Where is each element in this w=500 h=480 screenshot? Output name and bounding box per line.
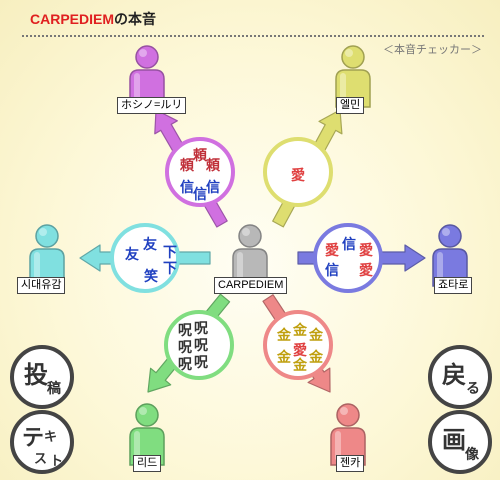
sentiment-circle-south-west: [164, 310, 234, 380]
person-figure-north-east-body-shine: [340, 73, 346, 103]
person-figure-north-east-head-shine: [345, 49, 353, 57]
person-figure-north-east-head: [341, 45, 365, 69]
person-label-south-east[interactable]: 젠카: [336, 455, 365, 472]
person-figure-east-head: [438, 224, 462, 248]
title-divider: [22, 35, 484, 37]
image-button[interactable]: 画 像: [428, 410, 492, 474]
post-button-char-1: 投: [24, 361, 48, 389]
sentiment-glyph-west-3: 下: [163, 261, 177, 277]
person-figure-south-east-head: [336, 403, 360, 427]
person-figure-south-east-head-shine: [340, 407, 348, 415]
text-button-char-3: ス: [34, 452, 48, 467]
sentiment-glyph-south-east-5: 金: [292, 357, 308, 374]
sentiment-glyph-west-4: 笑: [144, 268, 158, 285]
sentiment-glyph-south-east-4: 金: [276, 349, 292, 366]
sentiment-glyph-south-west-0: 呪: [178, 323, 192, 339]
sentiment-circle-north-east: [263, 137, 333, 207]
page-title: CARPEDIEMの本音: [30, 9, 156, 29]
image-button-char-2: 像: [465, 447, 479, 463]
sentiment-glyph-east-2: 愛: [359, 242, 373, 259]
person-figure-north-west-head-shine: [139, 49, 147, 57]
title-suffix: の本音: [114, 11, 157, 27]
sentiment-glyph-south-east-1: 金: [292, 322, 308, 339]
person-figure-south-east-body-shine: [335, 431, 341, 461]
sentiment-glyph-north-west-5: 信: [206, 179, 220, 196]
sentiment-glyph-east-0: 信: [342, 236, 356, 253]
checker-label: ＜本音チェッカー＞: [383, 44, 482, 56]
sentiment-glyph-south-east-2: 金: [308, 327, 324, 344]
sentiment-glyph-south-west-2: 呪: [178, 340, 192, 356]
image-button-char-1: 画: [442, 426, 466, 454]
text-button-char-2: キ: [44, 430, 58, 445]
person-label-west[interactable]: 시대유감: [17, 277, 66, 294]
person-figure-center: [232, 224, 268, 287]
person-label-north-east[interactable]: 엘민: [336, 97, 365, 114]
text-button-char-4: ト: [50, 454, 64, 469]
sentiment-glyph-west-0: 友: [143, 236, 157, 253]
person-figure-south-west-head-shine: [139, 407, 147, 415]
sentiment-glyph-south-east-6: 金: [308, 349, 324, 366]
person-figure-east-body-shine: [437, 252, 443, 282]
person-figure-north-west-body-shine: [134, 73, 140, 103]
person-figure-center-head: [238, 224, 262, 248]
sentiment-glyph-east-3: 信: [325, 262, 339, 279]
person-figure-west-head-shine: [39, 228, 47, 236]
sentiment-circle-north-west: [165, 137, 235, 207]
person-label-center: CARPEDIEM: [214, 277, 288, 294]
back-button-char-1: 戻: [442, 361, 466, 389]
person-figure-south-east: [330, 403, 366, 466]
sentiment-circle-west: [110, 223, 180, 293]
title-brand: CARPEDIEM: [30, 11, 115, 27]
person-figure-center-body-shine: [237, 252, 243, 282]
sentiment-glyph-north-east-0: 愛: [291, 167, 305, 184]
person-figure-center-head-shine: [242, 228, 250, 236]
sentiment-glyph-east-4: 愛: [359, 262, 373, 279]
person-figure-east-head-shine: [442, 228, 450, 236]
person-label-east[interactable]: 죠타로: [434, 277, 473, 294]
sentiment-glyph-north-west-2: 頼: [206, 157, 221, 174]
sentiment-glyph-south-east-3: 愛: [293, 342, 307, 359]
sentiment-glyph-west-1: 友: [125, 246, 139, 263]
person-label-north-west[interactable]: ホシノ=ルリ: [117, 97, 187, 114]
sentiment-glyph-north-west-0: 頼: [193, 147, 208, 164]
back-button-char-2: る: [466, 381, 480, 397]
sentiment-glyph-west-2: 下: [163, 245, 177, 261]
post-button[interactable]: 投 稿: [10, 345, 74, 409]
person-figure-west-body-shine: [34, 252, 40, 282]
person-figure-west: [29, 224, 65, 287]
person-figure-north-west-head: [135, 45, 159, 69]
text-button-char-1: テ: [22, 426, 45, 451]
sentiment-circle-south-east: [263, 310, 333, 380]
sentiment-glyph-south-west-5: 呪: [194, 355, 208, 371]
sentiment-circle-east: [313, 223, 383, 293]
person-label-south-west[interactable]: 리드: [133, 455, 162, 472]
back-button[interactable]: 戻 る: [428, 345, 492, 409]
sentiment-glyph-north-west-1: 頼: [180, 157, 195, 174]
sentiment-glyph-south-west-1: 呪: [194, 321, 208, 337]
sentiment-glyph-north-west-3: 信: [180, 179, 194, 196]
person-figure-south-west-head: [135, 403, 159, 427]
person-figure-east: [432, 224, 468, 287]
sentiment-glyph-south-west-3: 呪: [194, 338, 208, 354]
sentiment-glyph-east-1: 愛: [325, 242, 339, 259]
sentiment-glyph-south-west-4: 呪: [178, 357, 192, 373]
text-button[interactable]: テ キ ス ト: [10, 410, 74, 474]
sentiment-glyph-south-east-0: 金: [276, 327, 292, 344]
person-figure-south-west-body-shine: [134, 431, 140, 461]
person-figure-west-head: [35, 224, 59, 248]
sentiment-glyph-north-west-4: 信: [193, 186, 207, 203]
post-button-char-2: 稿: [47, 381, 61, 397]
